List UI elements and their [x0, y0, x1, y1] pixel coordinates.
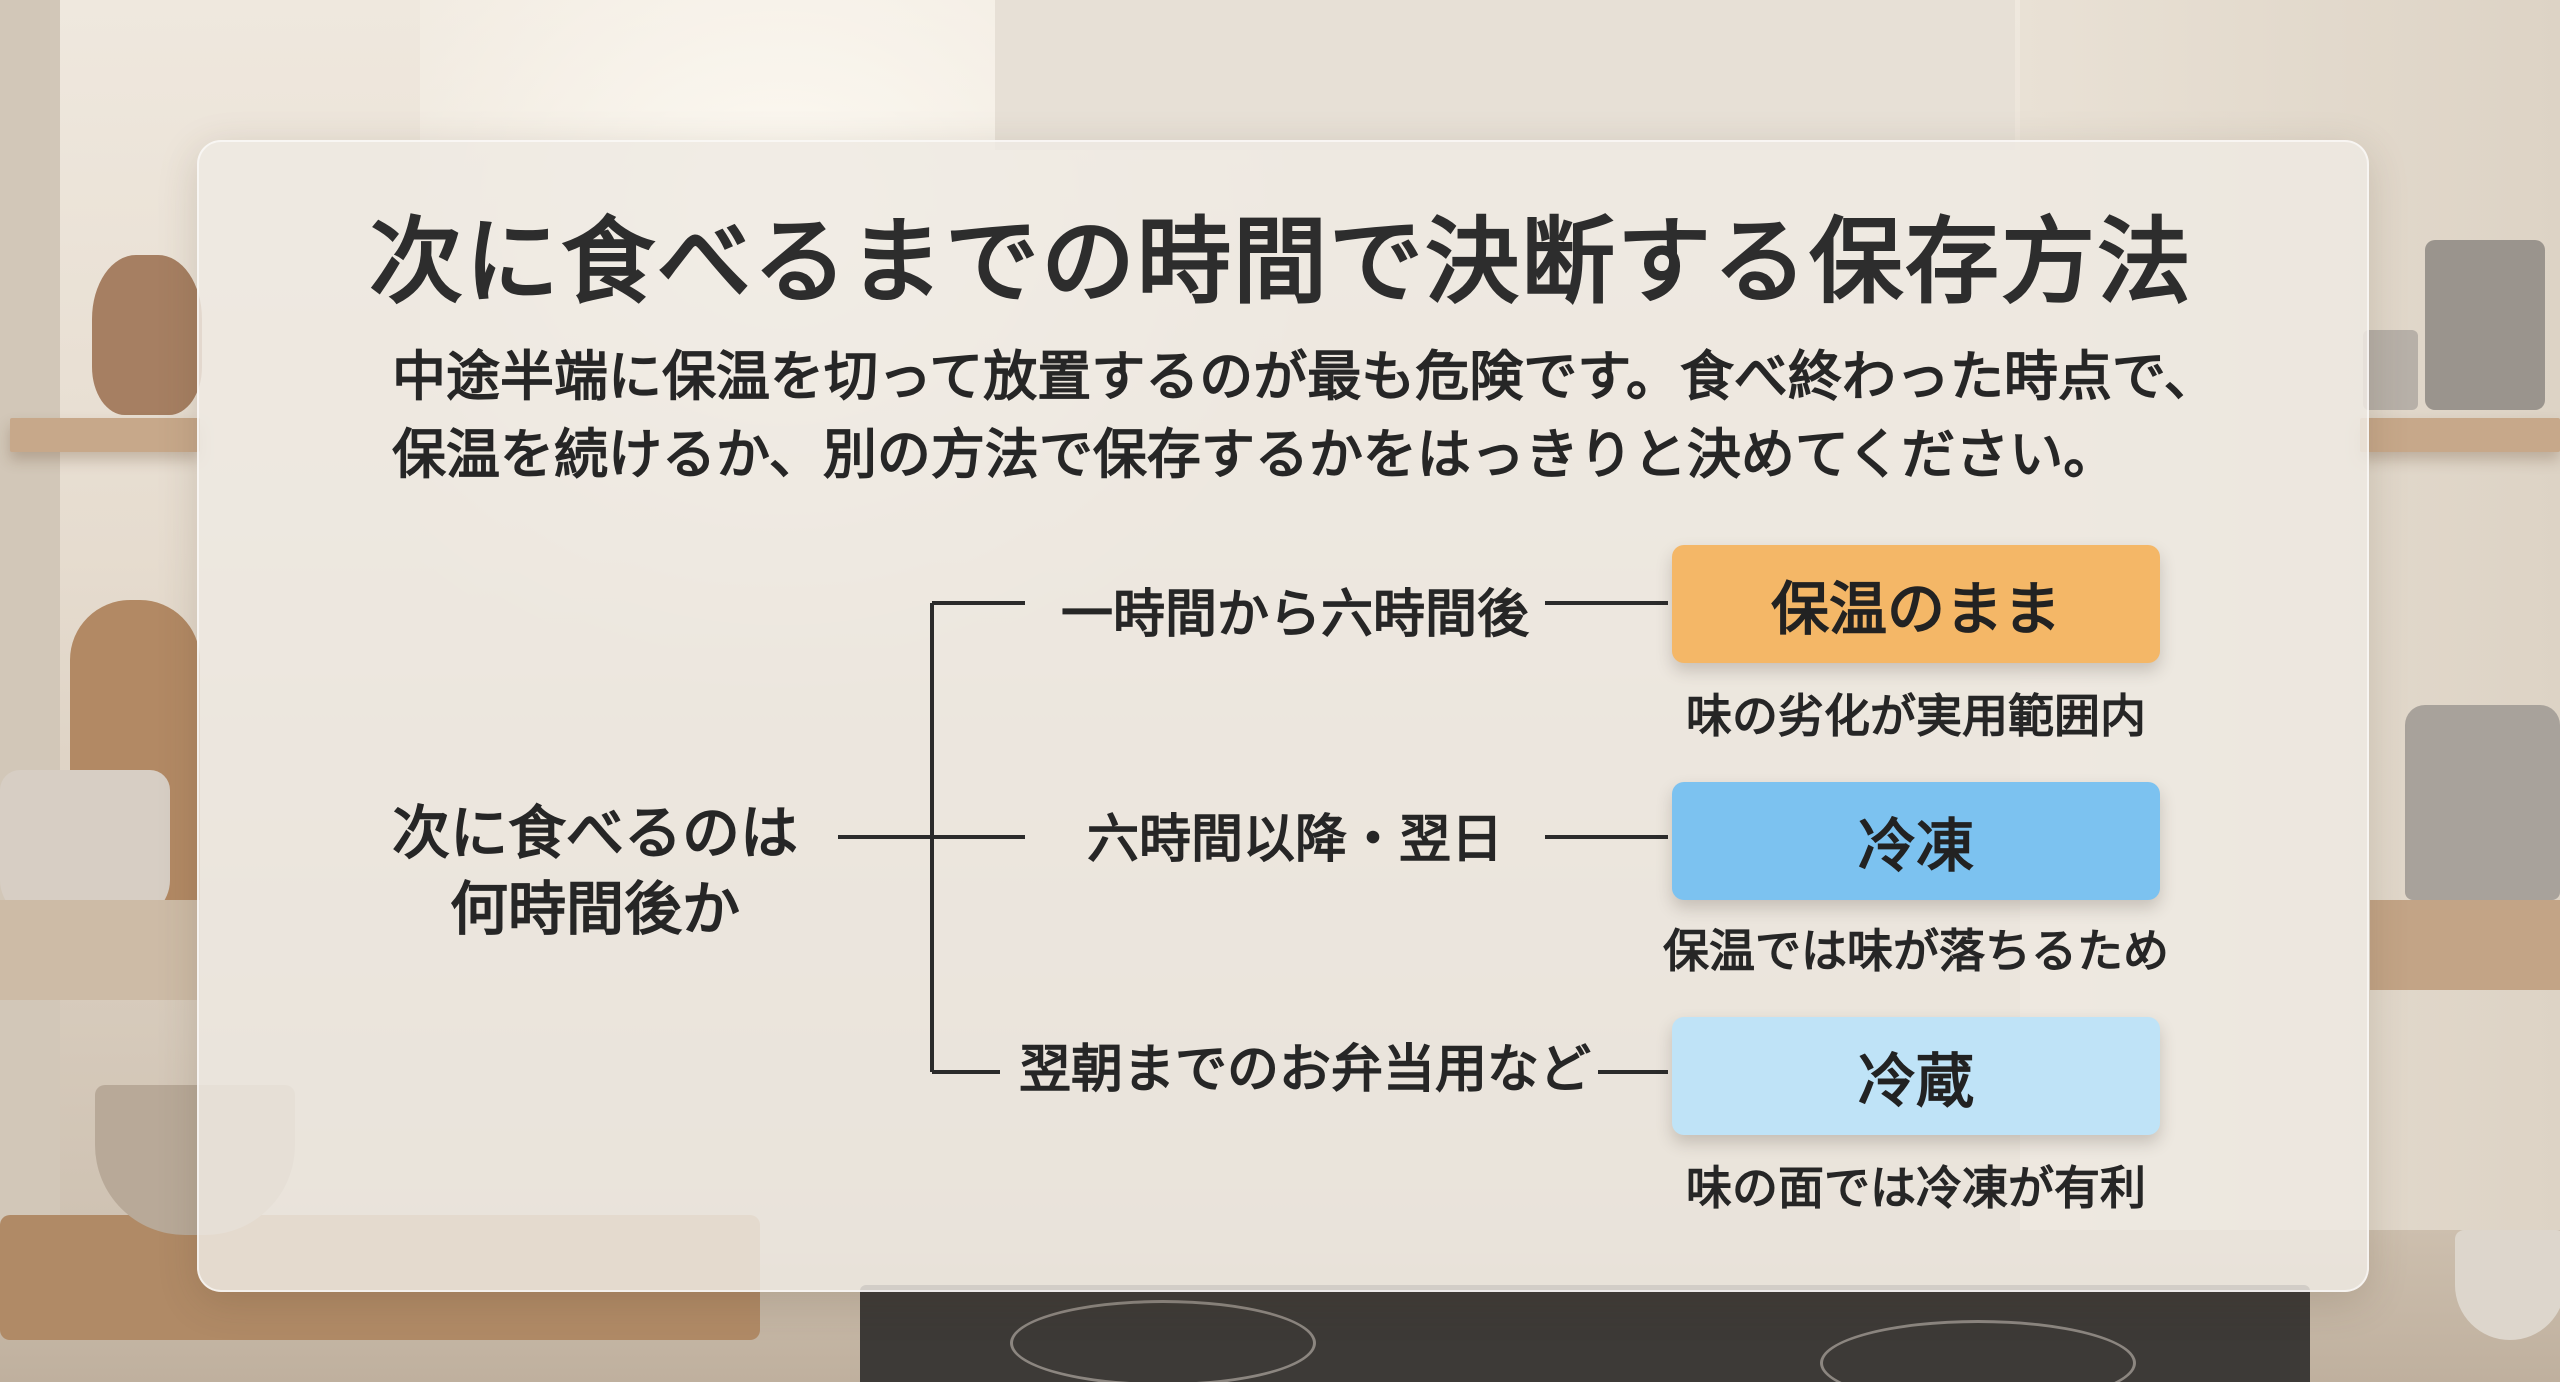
root-question: 次に食べるのは 何時間後か: [360, 795, 830, 947]
left-counter: [0, 900, 200, 1000]
branch-condition: 翌朝までのお弁当用など: [1018, 1040, 1591, 1100]
root-question-line: 何時間後か: [449, 875, 740, 943]
jar: [2363, 330, 2418, 410]
left-shelf: [10, 418, 200, 452]
branch-condition: 一時間から六時間後: [1060, 585, 1529, 645]
right-counter: [2370, 900, 2560, 990]
result-box-keep-warm: 保温のまま: [1672, 545, 2160, 663]
clay-pot: [92, 255, 202, 415]
kettle: [2425, 240, 2545, 410]
white-pot: [0, 770, 170, 920]
subtitle: 中途半端に保温を切って放置するのが最も危険です。食べ終わった時点で、 保温を続け…: [392, 338, 2218, 494]
bowl: [2455, 1230, 2560, 1340]
branch-condition: 六時間以降・翌日: [1086, 810, 1503, 870]
result-note: 味の劣化が実用範囲内: [1686, 689, 2146, 743]
window-area: [995, 0, 2015, 150]
root-question-line: 次に食べるのは: [391, 799, 798, 867]
burner-ring: [1010, 1300, 1316, 1382]
result-note: 保温では味が落ちるため: [1663, 924, 2169, 978]
subtitle-line: 中途半端に保温を切って放置するのが最も危険です。食べ終わった時点で、: [392, 345, 2218, 408]
subtitle-line: 保温を続けるか、別の方法で保存するかをはっきりと決めてください。: [392, 423, 2118, 486]
electric-kettle: [2405, 705, 2560, 900]
left-wall: [0, 0, 60, 1382]
page-title: 次に食べるまでの時間で決断する保存方法: [368, 208, 2193, 317]
result-box-refrigerate: 冷蔵: [1672, 1017, 2160, 1135]
right-shelf: [2360, 418, 2560, 452]
result-box-freeze: 冷凍: [1672, 782, 2160, 900]
result-note: 味の面では冷凍が有利: [1686, 1161, 2146, 1215]
